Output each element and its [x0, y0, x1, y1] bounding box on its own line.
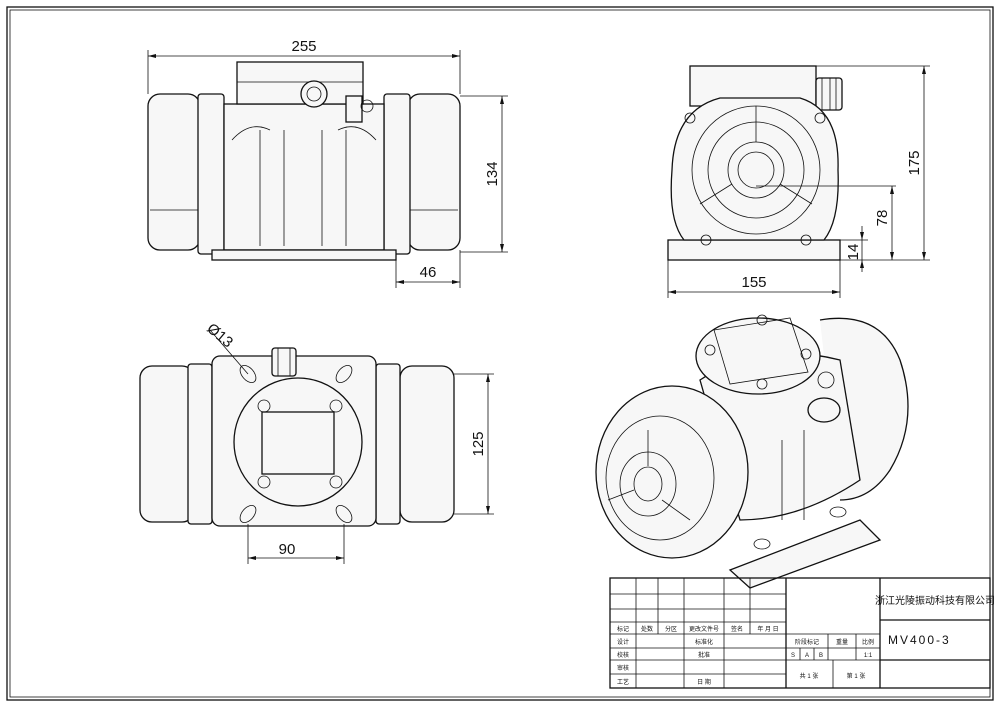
- dim-side-center-height: 78: [874, 210, 891, 227]
- top-right-flange: [375, 363, 401, 525]
- tb-review: 审核: [617, 664, 629, 672]
- tb-stage-b: B: [819, 653, 823, 659]
- front-left-flange: [197, 93, 225, 255]
- dim-top-hole-dia: Ø13: [203, 320, 236, 351]
- tb-standardize: 标准化: [695, 638, 713, 646]
- front-terminal-box: [236, 61, 364, 105]
- tb-sheet-number: 第 1 张: [847, 672, 866, 680]
- tb-signature: 签名: [731, 625, 743, 633]
- front-housing: [223, 103, 385, 251]
- iso-base: [728, 519, 882, 589]
- iso-cover-plate: [713, 317, 809, 385]
- top-left-flange: [187, 363, 213, 525]
- top-left-end-cap: [139, 365, 195, 523]
- tb-design: 设计: [617, 638, 629, 646]
- side-housing: [670, 97, 839, 241]
- top-view: Ø13 125 90: [139, 320, 494, 564]
- dim-top-spacing: 90: [279, 541, 296, 558]
- tb-model-number: MV400-3: [888, 633, 951, 647]
- dim-front-height: 134: [484, 161, 501, 186]
- front-left-end-cap: [147, 93, 201, 251]
- sheet-inner-border: [9, 9, 991, 698]
- front-base: [211, 249, 397, 261]
- iso-front-end-cap: [595, 385, 749, 559]
- tb-weight-label: 重量: [836, 638, 848, 646]
- tb-scale-label: 比例: [862, 638, 874, 646]
- iso-ground-lug: [817, 371, 835, 389]
- dim-side-base-height: 14: [845, 244, 862, 261]
- side-cable-gland: [815, 77, 843, 111]
- front-ground-lug: [345, 95, 363, 123]
- front-view: 255 134 46: [147, 38, 508, 288]
- tb-change-doc: 更改文件号: [689, 625, 719, 633]
- tb-date-label: 日 期: [697, 678, 711, 686]
- dim-top-width: 125: [470, 431, 487, 456]
- tb-date: 年 月 日: [757, 625, 778, 633]
- tb-company-name: 浙江光陵振动科技有限公司: [875, 594, 995, 607]
- iso-cable-gland: [807, 397, 841, 423]
- dim-front-width: 255: [291, 38, 316, 55]
- front-right-flange: [383, 93, 411, 255]
- tb-approve: 批准: [698, 651, 710, 659]
- sheet-border: [6, 6, 994, 701]
- tb-stage-s: S: [791, 653, 795, 659]
- top-right-end-cap: [399, 365, 455, 523]
- top-cable-gland: [271, 347, 297, 377]
- tb-stage-label: 阶段标记: [795, 638, 819, 646]
- tb-total-sheets: 共 1 张: [800, 672, 819, 680]
- side-view: 155 175 78 14: [667, 65, 930, 298]
- tb-scale-value: 1:1: [864, 653, 873, 659]
- top-cover-plate: [261, 411, 335, 475]
- tb-zone: 分区: [665, 625, 677, 633]
- tb-stage-a: A: [805, 653, 809, 659]
- tb-mark: 标记: [617, 625, 629, 633]
- front-right-end-cap: [407, 93, 461, 251]
- title-block: 标记 处数 分区 更改文件号 签名 年 月 日 设计 标准化 校核 批准 审核 …: [609, 577, 995, 689]
- tb-count: 处数: [641, 625, 653, 633]
- dim-side-width: 155: [741, 274, 766, 291]
- isometric-view: [595, 314, 909, 589]
- dim-side-height: 175: [906, 150, 923, 175]
- front-cable-gland: [300, 80, 328, 108]
- tb-process: 工艺: [617, 678, 629, 686]
- side-base: [667, 239, 841, 261]
- dim-front-offset: 46: [420, 264, 437, 281]
- tb-check: 校核: [617, 651, 629, 659]
